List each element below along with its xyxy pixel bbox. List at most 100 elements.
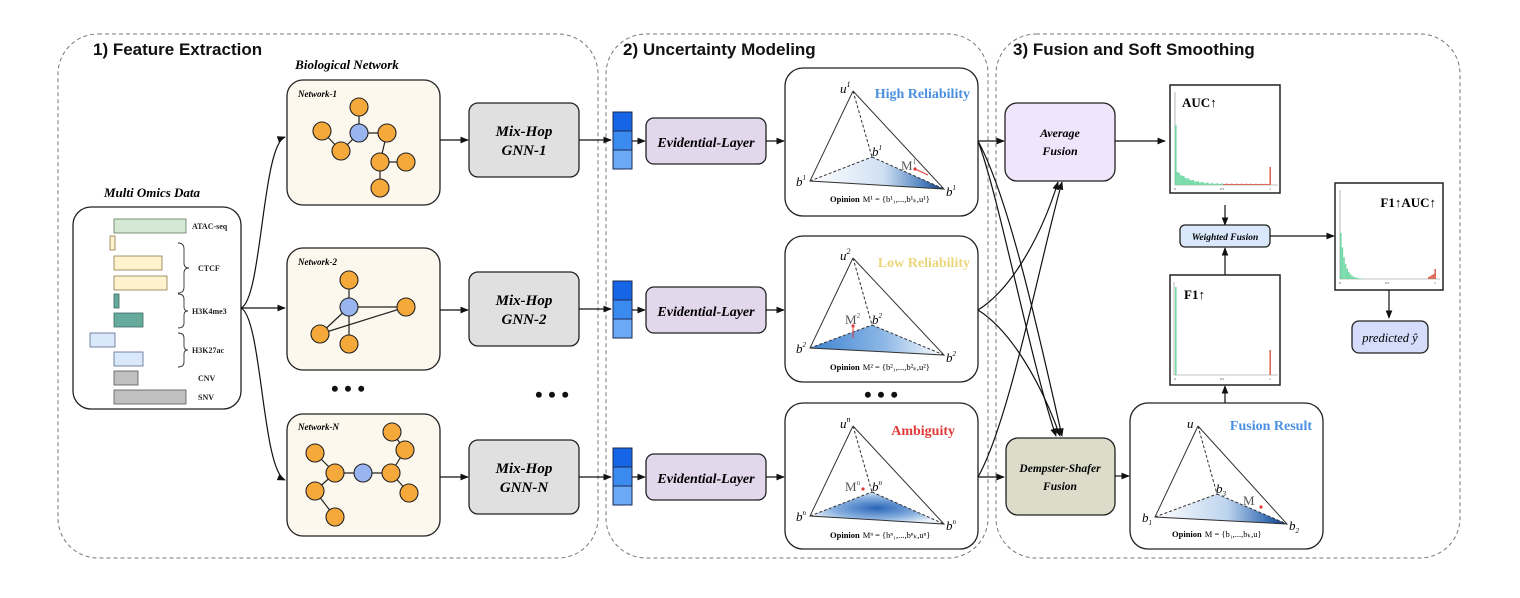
network-n-panel: Network-N	[286, 413, 441, 537]
histogram-bar	[1202, 181, 1204, 185]
histogram-bar	[1227, 184, 1230, 185]
weighted-fusion-label: Weighted Fusion	[1192, 233, 1259, 243]
histogram-bar	[1178, 172, 1180, 185]
evidential-layer-2[interactable]: Evidential-Layer	[645, 286, 767, 334]
histogram-auc-title: AUC↑	[1182, 95, 1217, 110]
histogram-f1-auc-tick-1: 1	[1434, 281, 1436, 285]
gnn-2-line2: GNN-2	[502, 312, 547, 328]
histogram-bar	[1235, 183, 1238, 185]
histogram-bar	[1232, 184, 1235, 185]
histogram-bar	[1231, 183, 1233, 185]
histogram-bar	[1253, 184, 1255, 185]
histogram-bar	[1256, 184, 1259, 185]
evidential-layer-1-label: Evidential-Layer	[656, 136, 755, 151]
opinion-2-b2: b2	[946, 350, 957, 365]
opinion-to-fusion-arrows	[977, 137, 1064, 481]
opinion-2-u: u2	[840, 247, 851, 263]
histogram-bar	[1432, 274, 1435, 279]
omics-title: Multi Omics Data	[103, 185, 201, 200]
fusion-result-b1: b1	[1142, 510, 1152, 527]
histogram-f1-title: F1↑	[1184, 287, 1205, 302]
histogram-bar	[1351, 275, 1353, 279]
weighted-fusion-block[interactable]: Weighted Fusion	[1179, 224, 1271, 248]
histogram-bar	[1248, 184, 1251, 185]
network-to-gnn-arrows	[440, 136, 469, 481]
network-1-label: Network-1	[297, 89, 337, 99]
omics-label-cnv: CNV	[198, 374, 216, 383]
average-fusion-block[interactable]: Average Fusion	[1004, 102, 1116, 182]
opinion-2-title: Low Reliability	[878, 256, 970, 271]
dempster-shafer-fusion-block[interactable]: Dempster-Shafer Fusion	[1005, 437, 1116, 516]
track-snv	[113, 389, 187, 405]
histogram-bar	[1245, 183, 1247, 185]
histogram-bar	[1175, 287, 1177, 375]
fusion-result-title: Fusion Result	[1230, 419, 1312, 434]
histogram-bar	[1215, 183, 1217, 185]
histogram-bar	[1266, 184, 1268, 185]
gnn-2-block[interactable]: Mix-Hop GNN-2	[468, 271, 580, 347]
histogram-bar	[1192, 180, 1195, 185]
histogram-bar	[1428, 277, 1430, 279]
opinion-1-b1: b1	[796, 174, 806, 189]
histogram-bar	[1205, 182, 1207, 185]
opinion-1-u: u1	[840, 80, 851, 96]
histogram-bar	[1340, 233, 1342, 279]
omics-label-atac: ATAC-seq	[192, 222, 228, 231]
gnn-1-line2: GNN-1	[502, 143, 547, 159]
fusion-result-m: M	[1243, 493, 1255, 508]
predicted-output[interactable]: predicted ŷ	[1351, 320, 1429, 354]
track-ctcf-3	[113, 275, 168, 291]
network-2-panel: Network-2	[286, 247, 441, 371]
evidential-layer-1[interactable]: Evidential-Layer	[645, 117, 767, 165]
histogram-f1-auc-tick-05: 0.5	[1385, 281, 1390, 285]
opinion-n-b2: bn	[946, 518, 957, 533]
evidential-layer-n[interactable]: Evidential-Layer	[645, 453, 767, 501]
histogram-bar	[1223, 184, 1225, 185]
stage-frame-feature-extraction	[57, 33, 599, 559]
opinion-1-b2: b1	[946, 184, 956, 199]
histogram-f1-auc-tick-0: 0	[1339, 281, 1341, 285]
histogram-bar	[1224, 184, 1227, 185]
opinion-2-b1: b2	[796, 341, 807, 356]
opinion-n-title: Ambiguity	[891, 424, 955, 439]
histogram-bar	[1357, 278, 1360, 279]
network-n-label: Network-N	[297, 422, 339, 432]
gnn-n-line2: GNN-N	[500, 480, 549, 496]
histogram-bar	[1263, 184, 1265, 185]
histogram-bar	[1259, 183, 1262, 185]
histogram-bar	[1431, 275, 1433, 279]
histogram-bar	[1243, 184, 1246, 185]
histogram-bar	[1200, 182, 1203, 185]
gnn-n-line1: Mix-Hop	[495, 461, 553, 477]
stage-frame-fusion	[995, 33, 1461, 559]
opinion-1-m: M1	[901, 158, 917, 173]
histogram-bar	[1269, 350, 1271, 375]
ds-fusion-line1: Dempster-Shafer	[1018, 463, 1101, 475]
histogram-bar	[1429, 276, 1432, 279]
embedding-vector-2	[612, 280, 633, 339]
evidential-to-opinion-arrows	[766, 137, 785, 481]
embedding-vector-1	[612, 111, 633, 170]
histogram-bar	[1207, 182, 1209, 185]
histogram-bar	[1354, 277, 1356, 279]
histogram-bar	[1194, 181, 1196, 185]
opinion-n-m: Mn	[845, 479, 861, 494]
histogram-bar	[1240, 183, 1243, 185]
histogram-bar	[1247, 184, 1249, 185]
histogram-bar	[1269, 167, 1271, 185]
network-2-label: Network-2	[297, 257, 337, 267]
gnn-1-block[interactable]: Mix-Hop GNN-1	[468, 102, 580, 178]
histogram-bar	[1208, 183, 1211, 185]
histogram-auc-tick-1: 1	[1269, 187, 1271, 191]
histogram-bar	[1349, 274, 1352, 279]
gnn-n-block[interactable]: Mix-Hop GNN-N	[468, 439, 580, 515]
histogram-bar	[1221, 183, 1223, 185]
histogram-auc-tick-0: 0	[1174, 187, 1176, 191]
